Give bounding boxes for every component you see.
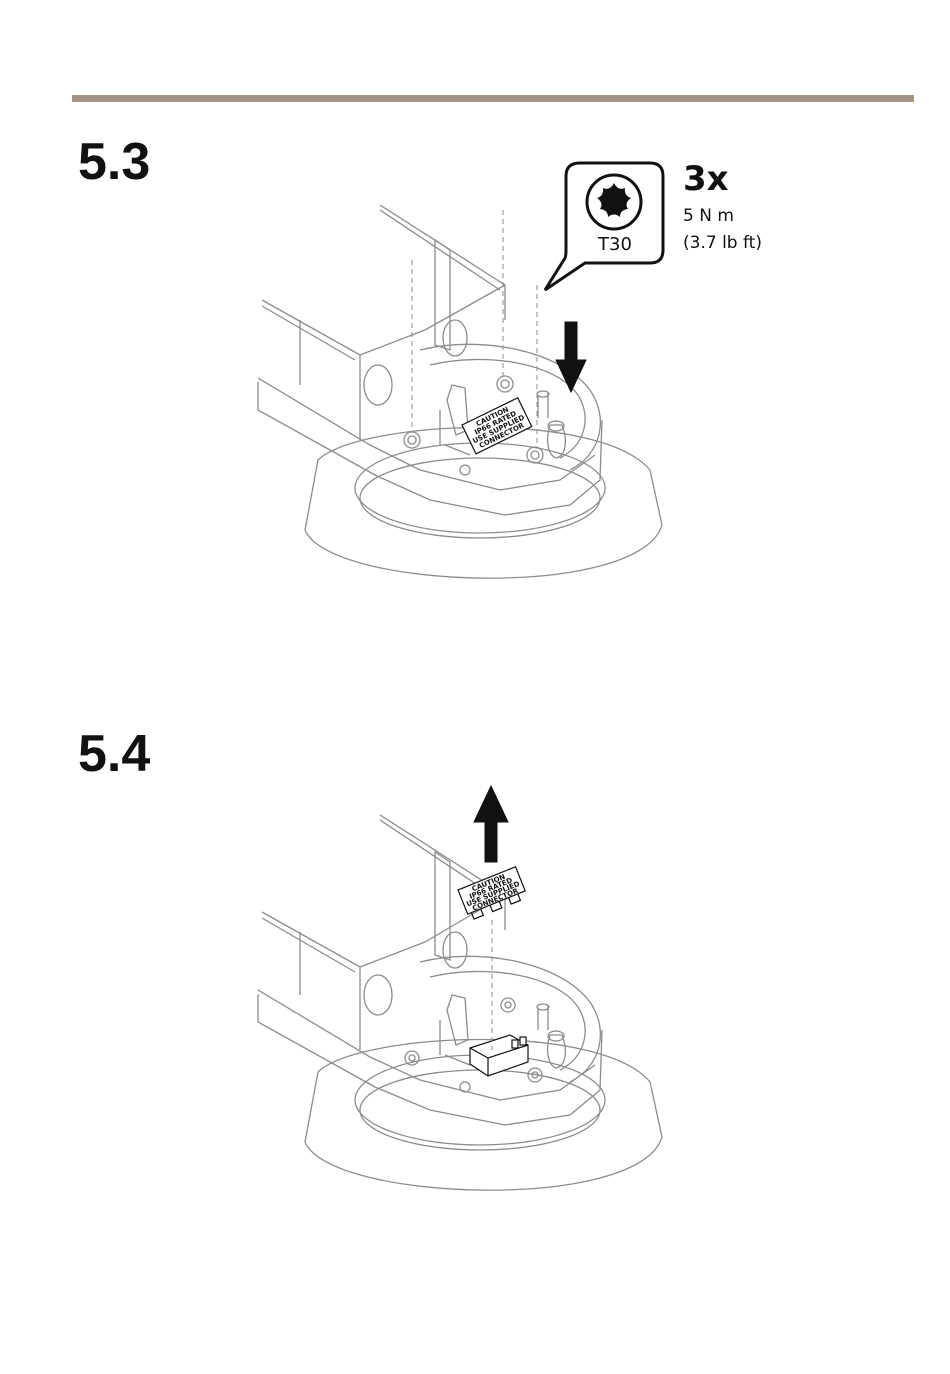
torque-imperial: (3.7 lb ft) — [683, 235, 762, 252]
torque-metric: 5 N m — [683, 208, 734, 225]
up-arrow-icon — [474, 786, 508, 862]
illustration-step-5-3: CAUTION IP66 RATED USE SUPPLIED CONNECTO… — [0, 150, 950, 600]
screw-quantity: 3x — [683, 162, 729, 196]
torx-bit-size: T30 — [566, 236, 664, 254]
illustration-step-5-4: CAUTION IP66 RATED USE SUPPLIED CONNECTO… — [0, 780, 950, 1210]
step-number-5-4: 5.4 — [78, 728, 150, 780]
top-rule — [72, 95, 914, 102]
down-arrow-icon — [556, 322, 586, 392]
